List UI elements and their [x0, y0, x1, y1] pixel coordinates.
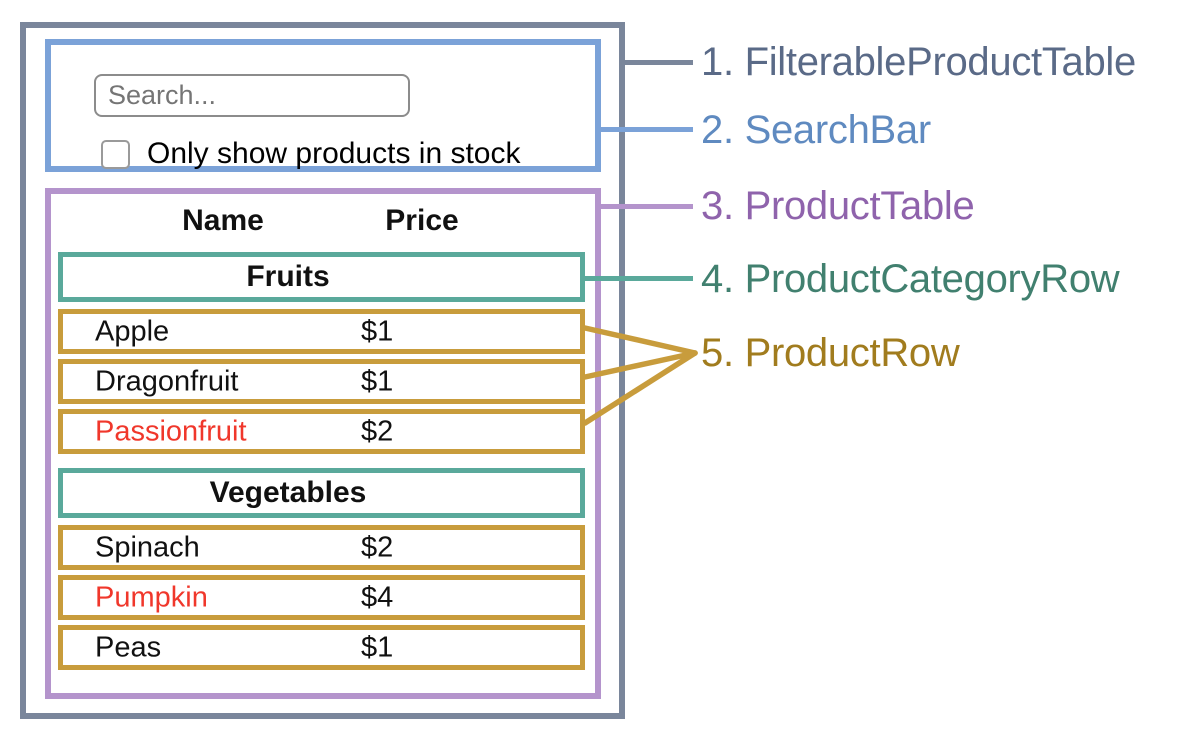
product-table-box: Name Price Fruits Apple $1 Dragonfruit $…	[45, 188, 601, 699]
product-row: Peas $1	[58, 625, 585, 670]
product-price: $1	[361, 631, 394, 663]
product-row: Apple $1	[58, 309, 585, 354]
category-label: Fruits	[246, 260, 330, 293]
in-stock-checkbox-row: Only show products in stock	[101, 137, 521, 171]
product-category-row: Fruits	[58, 252, 585, 302]
product-category-row: Vegetables	[58, 468, 585, 518]
search-bar-box: Only show products in stock	[45, 39, 601, 172]
category-label: Vegetables	[209, 476, 367, 509]
table-header: Name Price	[51, 204, 595, 238]
legend-label-4: 4. ProductCategoryRow	[701, 257, 1120, 301]
product-name: Apple	[95, 315, 170, 347]
legend-label-2: 2. SearchBar	[701, 108, 931, 152]
product-price: $4	[361, 581, 394, 613]
table-rows: Fruits Apple $1 Dragonfruit $1 Passionfr…	[58, 252, 585, 675]
product-name: Spinach	[95, 531, 200, 563]
in-stock-checkbox[interactable]	[101, 139, 130, 169]
legend-label-5: 5. ProductRow	[701, 331, 960, 375]
product-row: Dragonfruit $1	[58, 359, 585, 404]
connector-line-product-table	[599, 204, 693, 209]
legend-label-3: 3. ProductTable	[701, 184, 975, 228]
connector-line-filterable-product-table	[623, 60, 693, 65]
product-price: $1	[361, 365, 394, 397]
product-price: $1	[361, 315, 394, 347]
product-price: $2	[361, 531, 394, 563]
product-name: Pumpkin	[95, 581, 208, 613]
product-row: Pumpkin $4	[58, 575, 585, 620]
product-price: $2	[361, 415, 394, 447]
product-name: Dragonfruit	[95, 365, 239, 397]
product-row: Passionfruit $2	[58, 409, 585, 454]
connector-line-search-bar	[599, 127, 693, 132]
product-name: Peas	[95, 631, 162, 663]
legend-label-1: 1. FilterableProductTable	[701, 40, 1136, 84]
column-header-price: Price	[385, 204, 459, 237]
connector-line-product-category-row	[583, 276, 693, 281]
product-name: Passionfruit	[95, 415, 247, 447]
search-input[interactable]	[94, 74, 410, 117]
in-stock-checkbox-label: Only show products in stock	[147, 137, 521, 170]
product-row: Spinach $2	[58, 525, 585, 570]
column-header-name: Name	[182, 204, 264, 237]
